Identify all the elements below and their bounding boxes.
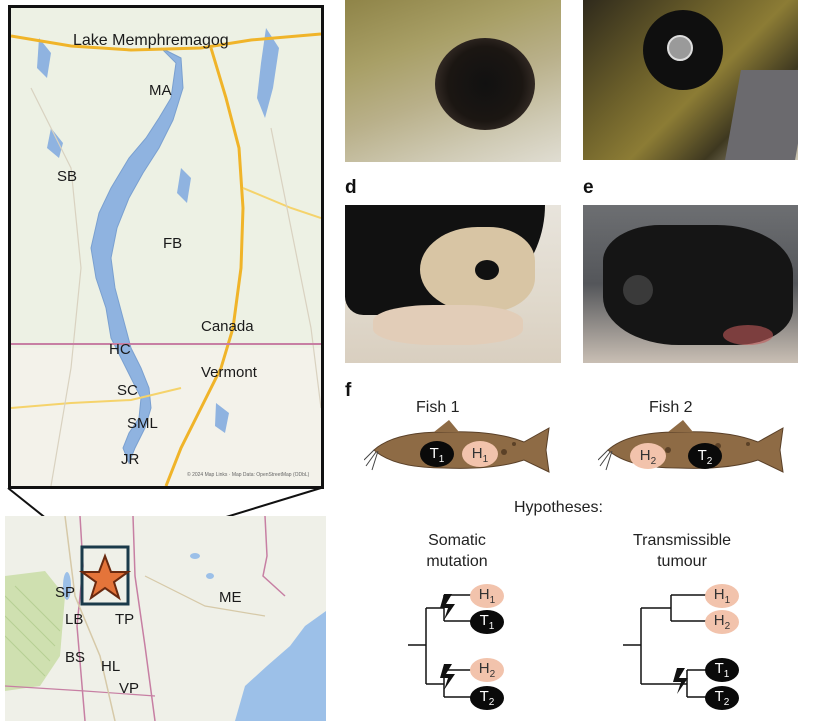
fish-1-title: Fish 1 [416, 399, 460, 416]
panel-f-letter: f [345, 380, 352, 401]
fish-2-host-node: H2 [630, 443, 666, 469]
main-map: Lake Memphremagog MA SB FB Canada HC Ver… [8, 5, 324, 489]
canada-label: Canada [201, 318, 254, 335]
lake-memphremagog-label: Lake Memphremagog [73, 32, 229, 49]
panel-d-letter: d [345, 177, 357, 198]
photo-head-lesion [583, 0, 798, 160]
hypotheses-heading: Hypotheses: [514, 499, 603, 516]
somatic-tree-t2-node: T2 [470, 686, 504, 710]
inset-map: SP LB TP ME BS HL VP [5, 516, 326, 721]
somatic-tree-h1-node: H1 [470, 584, 504, 608]
inset-map-graphic [5, 516, 326, 721]
study-site-star-icon [78, 553, 132, 601]
fish-2-tumour-node: T2 [688, 443, 722, 469]
hc-label: HC [109, 341, 131, 358]
transmissible-tree-h1-node: H1 [705, 584, 739, 608]
sb-label: SB [57, 168, 78, 185]
sp-label: SP [55, 584, 76, 601]
bs-label: BS [65, 649, 86, 666]
transmissible-tree-t1-node: T1 [705, 658, 739, 682]
vermont-label: Vermont [201, 364, 257, 381]
vp-label: VP [119, 680, 140, 697]
main-map-graphic [11, 8, 321, 486]
transmissible-tree-h2-node: H2 [705, 610, 739, 634]
sml-label: SML [127, 415, 158, 432]
map-attribution: © 2024 Map Links · Map Data: OpenStreetM… [187, 472, 310, 478]
fish-1-tumour-node: T1 [420, 441, 454, 467]
somatic-mutation-label: Somatic mutation [426, 532, 488, 570]
ma-label: MA [149, 82, 172, 99]
jr-label: JR [121, 451, 140, 468]
transmissible-tumour-label: Transmissible tumour [632, 532, 732, 570]
fish-1-illustration [364, 420, 550, 473]
me-label: ME [219, 589, 242, 606]
sc-label: SC [117, 382, 138, 399]
hl-label: HL [101, 658, 121, 675]
somatic-tree-h2-node: H2 [470, 658, 504, 682]
panel-e-letter: e [583, 177, 594, 198]
photo-fish-side-lesion [345, 205, 561, 363]
transmissible-tree-t2-node: T2 [705, 686, 739, 710]
mutation-bolt-icon [440, 594, 455, 620]
tp-label: TP [115, 611, 135, 628]
lb-label: LB [65, 611, 84, 628]
fish-1-host-node: H1 [462, 441, 498, 467]
photo-skin-lesion [345, 0, 561, 162]
somatic-tree-t1-node: T1 [470, 610, 504, 634]
photo-fish-mouth-lesion [583, 205, 798, 363]
somatic-mutation-tree [408, 594, 472, 698]
fb-label: FB [163, 235, 183, 252]
mutation-bolt-icon [673, 668, 688, 694]
transmissible-tumour-tree [623, 594, 707, 698]
mutation-bolt-icon [440, 664, 455, 690]
fish-2-title: Fish 2 [649, 399, 693, 416]
